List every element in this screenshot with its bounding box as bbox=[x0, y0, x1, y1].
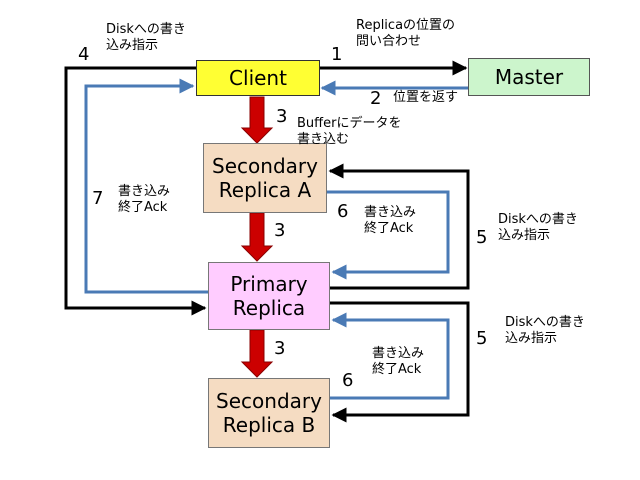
arrow-step-5b bbox=[330, 301, 470, 423]
primary-replica-label: Primary Replica bbox=[230, 272, 308, 320]
master-node: Master bbox=[468, 58, 590, 96]
arrow-step-7 bbox=[84, 78, 208, 294]
step-7-number: 7 bbox=[92, 188, 104, 209]
step-3b-number: 3 bbox=[274, 220, 286, 241]
arrow-step-6a bbox=[327, 190, 450, 280]
arrow-step-6b bbox=[330, 312, 450, 400]
step-4-number: 4 bbox=[78, 44, 90, 65]
step-2-number: 2 bbox=[370, 88, 382, 109]
data-arrow-secondary-a-to-primary bbox=[240, 212, 274, 262]
step-3a-number: 3 bbox=[276, 106, 288, 127]
step-6b-caption: 書き込み 終了Ack bbox=[372, 346, 425, 378]
secondary-replica-a-node: Secondary Replica A bbox=[203, 143, 327, 213]
arrow-step-5a bbox=[328, 163, 470, 290]
step-6a-caption: 書き込み 終了Ack bbox=[364, 205, 417, 237]
step-2-caption: 位置を返す bbox=[393, 90, 459, 105]
master-label: Master bbox=[494, 65, 564, 89]
step-3-caption: Bufferにデータを 書き込む bbox=[297, 116, 402, 148]
step-1-caption: Replicaの位置の 問い合わせ bbox=[356, 18, 456, 50]
secondary-replica-b-node: Secondary Replica B bbox=[208, 378, 330, 448]
step-4-caption: Diskへの書き 込み指示 bbox=[106, 22, 186, 54]
client-node: Client bbox=[196, 60, 320, 96]
step-5b-caption: Diskへの書き 込み指示 bbox=[505, 315, 585, 347]
step-5a-number: 5 bbox=[476, 227, 488, 248]
data-arrow-primary-to-secondary-b bbox=[240, 329, 274, 378]
arrow-step-4 bbox=[64, 66, 207, 316]
step-5a-caption: Diskへの書き 込み指示 bbox=[498, 212, 578, 244]
step-1-number: 1 bbox=[331, 44, 343, 65]
step-7-caption: 書き込み 終了Ack bbox=[118, 184, 171, 216]
step-5b-number: 5 bbox=[476, 328, 488, 349]
step-6a-number: 6 bbox=[337, 201, 349, 222]
data-arrow-client-to-secondary-a bbox=[240, 96, 274, 144]
step-3c-number: 3 bbox=[274, 338, 286, 359]
secondary-replica-b-label: Secondary Replica B bbox=[216, 389, 322, 437]
primary-replica-node: Primary Replica bbox=[208, 262, 330, 330]
client-label: Client bbox=[229, 66, 287, 90]
secondary-replica-a-label: Secondary Replica A bbox=[212, 154, 318, 202]
step-6b-number: 6 bbox=[342, 370, 354, 391]
